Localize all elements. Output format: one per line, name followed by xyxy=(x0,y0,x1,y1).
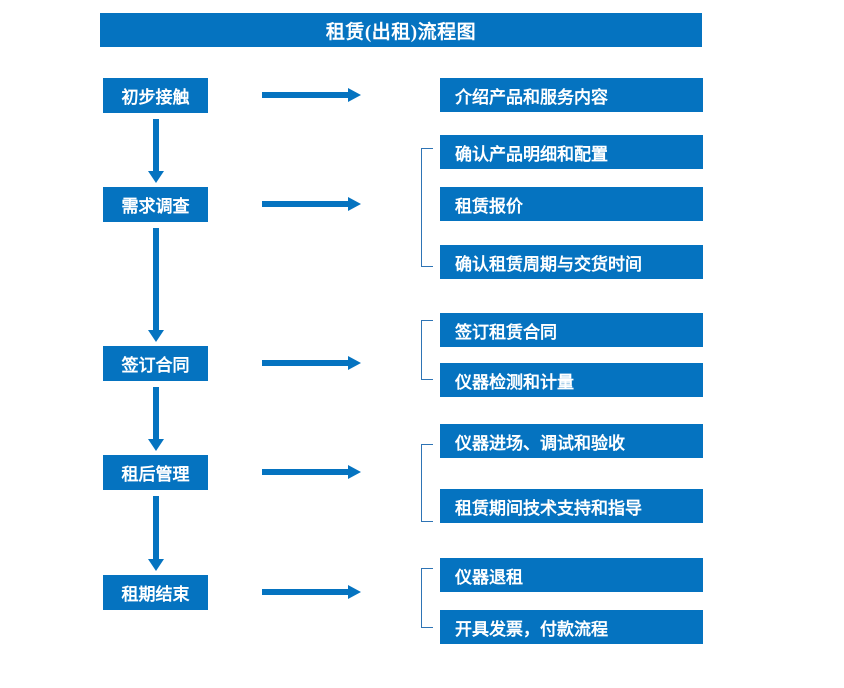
detail-box-确认租赁周期与交货时间[interactable]: 确认租赁周期与交货时间 xyxy=(440,245,703,279)
stage-box-需求调查[interactable]: 需求调查 xyxy=(103,187,208,222)
vertical-arrow-3 xyxy=(148,387,164,451)
arrow-shaft xyxy=(262,92,350,98)
arrow-head xyxy=(348,197,361,211)
group-bracket-需求调查 xyxy=(421,148,433,267)
detail-box-仪器进场调试和验收[interactable]: 仪器进场、调试和验收 xyxy=(440,424,703,458)
detail-box-签订租赁合同[interactable]: 签订租赁合同 xyxy=(440,313,703,347)
detail-box-仪器检测和计量[interactable]: 仪器检测和计量 xyxy=(440,363,703,397)
arrow-head xyxy=(348,465,361,479)
detail-box-仪器退租[interactable]: 仪器退租 xyxy=(440,558,703,592)
arrow-head xyxy=(148,439,164,451)
detail-box-租赁报价[interactable]: 租赁报价 xyxy=(440,187,703,221)
group-bracket-租期结束 xyxy=(421,568,433,628)
stage-box-租期结束[interactable]: 租期结束 xyxy=(103,575,208,610)
arrow-shaft xyxy=(153,496,159,560)
arrow-shaft xyxy=(262,469,350,475)
arrow-head xyxy=(148,559,164,571)
arrow-shaft xyxy=(153,228,159,331)
arrow-shaft xyxy=(262,589,350,595)
stage-box-签订合同[interactable]: 签订合同 xyxy=(103,346,208,381)
stage-box-初步接触[interactable]: 初步接触 xyxy=(103,78,208,113)
detail-box-介绍产品和服务内容[interactable]: 介绍产品和服务内容 xyxy=(440,78,703,112)
arrow-shaft xyxy=(153,387,159,440)
horizontal-arrow-1 xyxy=(262,88,362,102)
arrow-head xyxy=(348,88,361,102)
page-title: 租赁(出租)流程图 xyxy=(100,13,702,47)
arrow-shaft xyxy=(153,119,159,172)
vertical-arrow-2 xyxy=(148,228,164,342)
group-bracket-签订合同 xyxy=(421,320,433,380)
vertical-arrow-4 xyxy=(148,496,164,571)
detail-box-租赁期间技术支持和指导[interactable]: 租赁期间技术支持和指导 xyxy=(440,489,703,523)
horizontal-arrow-2 xyxy=(262,197,362,211)
arrow-head xyxy=(148,330,164,342)
arrow-head xyxy=(348,585,361,599)
horizontal-arrow-3 xyxy=(262,356,362,370)
horizontal-arrow-5 xyxy=(262,585,362,599)
vertical-arrow-1 xyxy=(148,119,164,183)
stage-box-租后管理[interactable]: 租后管理 xyxy=(103,455,208,490)
arrow-shaft xyxy=(262,360,350,366)
horizontal-arrow-4 xyxy=(262,465,362,479)
arrow-shaft xyxy=(262,201,350,207)
arrow-head xyxy=(348,356,361,370)
group-bracket-租后管理 xyxy=(421,444,433,522)
arrow-head xyxy=(148,171,164,183)
detail-box-开具发票付款流程[interactable]: 开具发票，付款流程 xyxy=(440,610,703,644)
detail-box-确认产品明细和配置[interactable]: 确认产品明细和配置 xyxy=(440,135,703,169)
